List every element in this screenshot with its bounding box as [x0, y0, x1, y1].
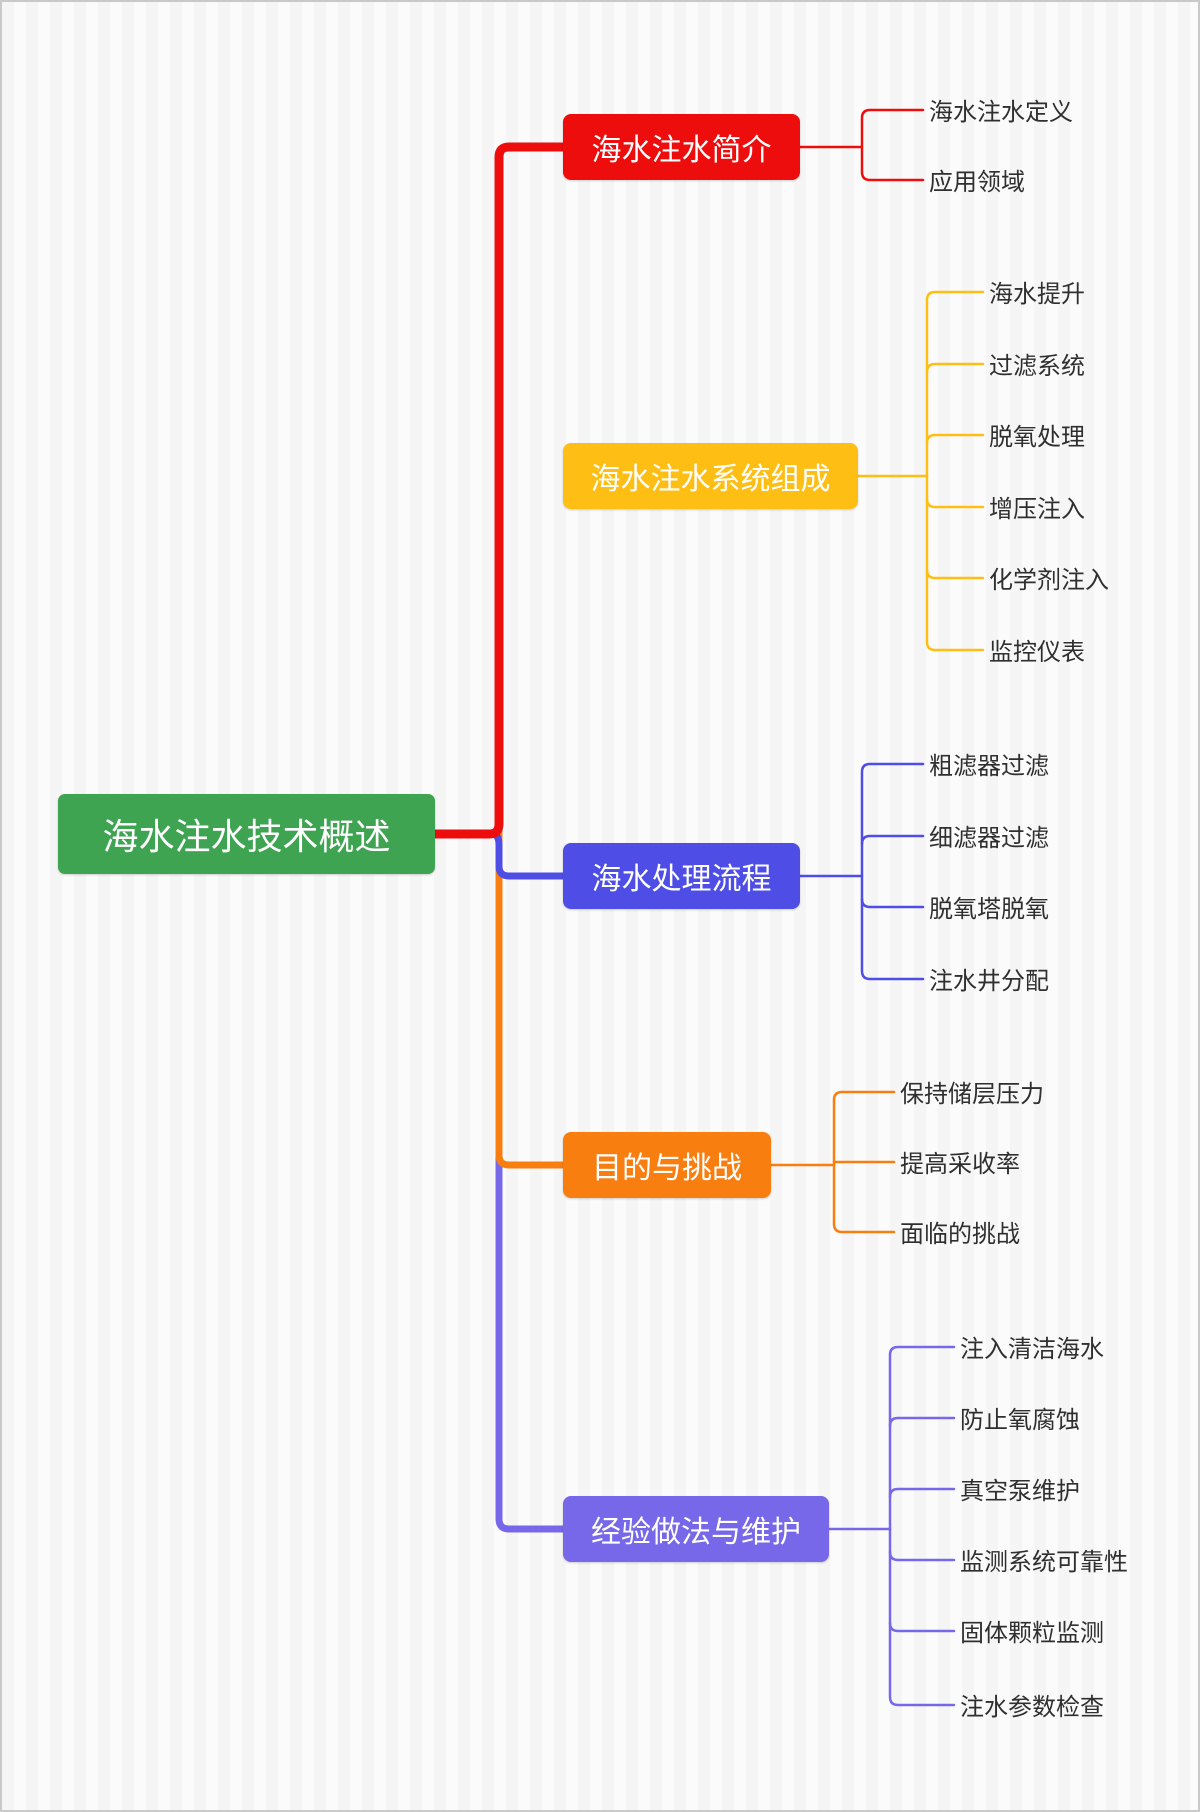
leaf-node[interactable]: 监控仪表	[989, 638, 1085, 666]
branch-node-intro[interactable]: 海水注水简介	[563, 114, 800, 180]
child-connectors-maintenance	[827, 1345, 956, 1707]
branch-node-label: 经验做法与维护	[591, 1516, 801, 1549]
child-connectors-process	[798, 762, 925, 981]
child-connectors-intro	[798, 108, 925, 182]
leaf-node[interactable]: 应用领域	[929, 168, 1025, 196]
branch-node-label: 海水注水简介	[591, 134, 772, 167]
leaf-node[interactable]: 防止氧腐蚀	[960, 1406, 1080, 1434]
leaf-node[interactable]: 监测系统可靠性	[960, 1548, 1128, 1576]
child-connectors-purpose	[769, 1090, 896, 1234]
branch-node-maintenance[interactable]: 经验做法与维护	[563, 1496, 829, 1562]
branch-node-label: 海水注水系统组成	[590, 463, 831, 496]
leaf-node[interactable]: 海水注水定义	[929, 98, 1073, 126]
leaf-node[interactable]: 增压注入	[989, 495, 1085, 523]
leaf-node[interactable]: 过滤系统	[989, 352, 1085, 380]
leaf-node[interactable]: 细滤器过滤	[929, 824, 1049, 852]
branch-node-system[interactable]: 海水注水系统组成	[563, 443, 858, 509]
leaf-node[interactable]: 粗滤器过滤	[929, 752, 1049, 780]
branch-node-label: 目的与挑战	[592, 1152, 742, 1185]
leaf-node[interactable]: 提高采收率	[900, 1150, 1020, 1178]
leaf-node[interactable]: 海水提升	[989, 280, 1085, 308]
leaf-node[interactable]: 面临的挑战	[900, 1220, 1020, 1248]
main-connector-intro	[430, 142, 571, 839]
main-connector-maintenance	[495, 827, 567, 1533]
branch-node-purpose[interactable]: 目的与挑战	[563, 1132, 771, 1198]
leaf-node[interactable]: 注入清洁海水	[960, 1335, 1104, 1363]
leaf-node[interactable]: 脱氧处理	[989, 423, 1085, 451]
branch-node-process[interactable]: 海水处理流程	[563, 843, 800, 909]
leaf-node[interactable]: 固体颗粒监测	[960, 1619, 1104, 1647]
leaf-node[interactable]: 化学剂注入	[989, 566, 1109, 594]
leaf-node[interactable]: 注水井分配	[929, 967, 1049, 995]
leaf-node[interactable]: 注水参数检查	[960, 1693, 1104, 1721]
leaf-node[interactable]: 脱氧塔脱氧	[929, 895, 1049, 923]
main-connector-purpose	[495, 827, 567, 1169]
child-connectors-system	[856, 290, 985, 652]
central-topic-node[interactable]: 海水注水技术概述	[58, 794, 435, 874]
branch-node-label: 海水处理流程	[591, 863, 772, 896]
leaf-node[interactable]: 真空泵维护	[960, 1477, 1080, 1505]
leaf-node[interactable]: 保持储层压力	[900, 1080, 1044, 1108]
main-connector-process	[489, 830, 567, 880]
central-topic-label: 海水注水技术概述	[102, 816, 391, 857]
